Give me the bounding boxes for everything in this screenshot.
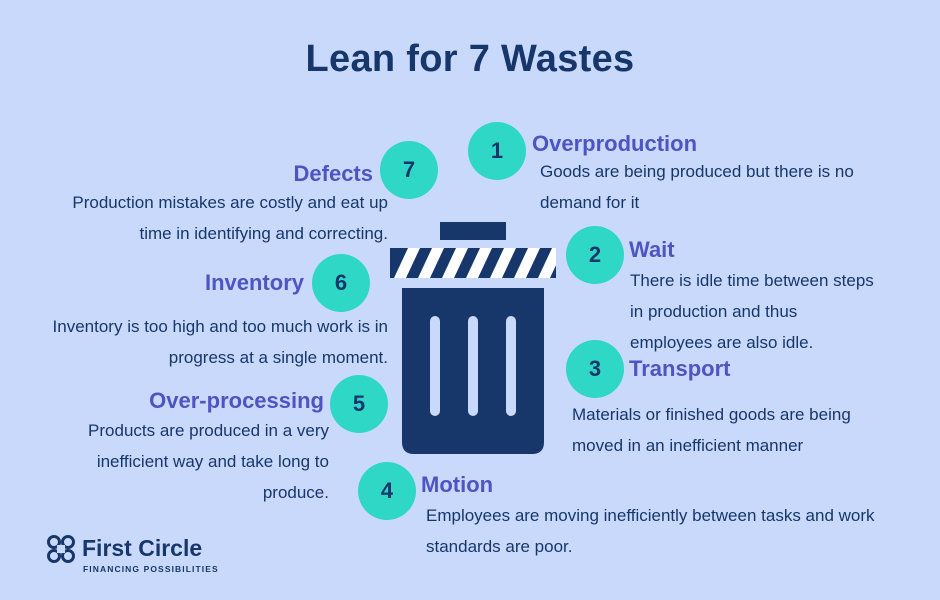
- first-circle-logo-icon: [47, 535, 75, 563]
- logo-name: First Circle: [82, 535, 203, 561]
- waste-desc-overproduction: Goods are being produced but there is no…: [540, 162, 854, 212]
- trash-bin-icon: [390, 222, 556, 454]
- page-title: Lean for 7 Wastes: [305, 38, 635, 80]
- waste-heading-overproduction: Overproduction: [532, 131, 698, 156]
- waste-desc-over-processing: Products are produced in a very ineffici…: [88, 421, 329, 502]
- waste-number-1: 1: [468, 122, 526, 180]
- waste-desc-inventory: Inventory is too high and too much work …: [52, 317, 388, 367]
- waste-desc-motion: Employees are moving inefficiently betwe…: [426, 506, 875, 556]
- waste-heading-wait: Wait: [629, 237, 675, 262]
- waste-number-5: 5: [330, 375, 388, 433]
- waste-desc-transport: Materials or finished goods are being mo…: [572, 405, 851, 455]
- waste-heading-over-processing: Over-processing: [149, 388, 324, 413]
- waste-desc-defects: Production mistakes are costly and eat u…: [72, 193, 388, 243]
- waste-number-4: 4: [358, 462, 416, 520]
- waste-heading-motion: Motion: [421, 472, 494, 497]
- waste-heading-defects: Defects: [293, 161, 373, 186]
- logo-tagline: FINANCING POSSIBILITIES: [83, 564, 219, 574]
- waste-number-2: 2: [566, 226, 624, 284]
- waste-heading-transport: Transport: [629, 356, 731, 381]
- waste-number-3: 3: [566, 340, 624, 398]
- waste-number-6: 6: [312, 254, 370, 312]
- waste-number-7: 7: [380, 141, 438, 199]
- waste-desc-wait: There is idle time between steps in prod…: [630, 271, 874, 352]
- waste-heading-inventory: Inventory: [204, 270, 304, 295]
